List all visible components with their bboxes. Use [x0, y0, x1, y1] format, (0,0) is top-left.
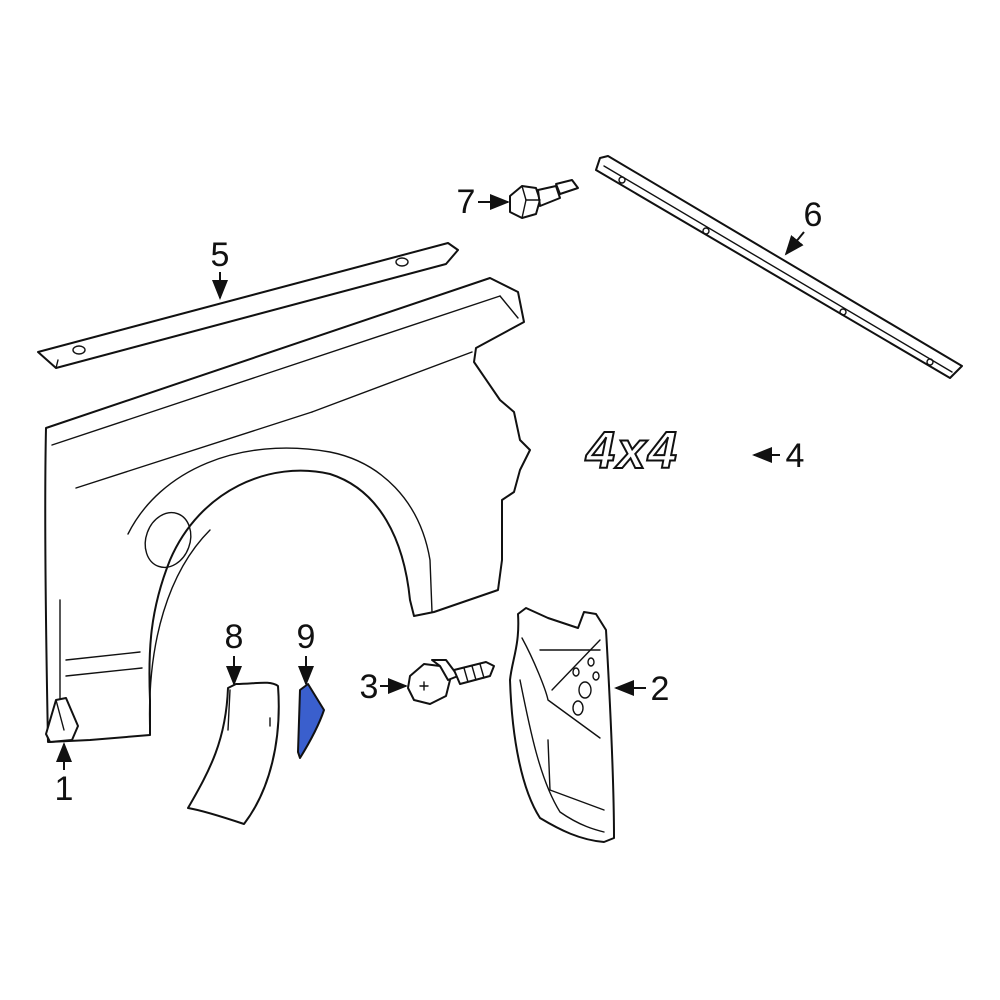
- screw-part-3: [407, 659, 495, 705]
- emblem-text: 4x4: [585, 422, 679, 480]
- bolt-part-7: [509, 179, 579, 219]
- callout-7: 7: [457, 183, 476, 221]
- callout-arrows: [56, 194, 805, 770]
- callout-1: 1: [55, 770, 74, 808]
- mud-flap-part-2: [509, 607, 615, 843]
- callout-5: 5: [211, 236, 230, 274]
- bed-rail-strip-left: [37, 242, 459, 369]
- callout-9: 9: [297, 618, 316, 656]
- callout-4: 4: [786, 437, 805, 475]
- callout-3: 3: [360, 668, 379, 706]
- emblem-part-4: 4x4: [584, 421, 679, 481]
- bed-rail-strip-right: [595, 155, 963, 379]
- trim-piece-part-9: [297, 683, 325, 759]
- wheel-molding-part-8: [187, 681, 280, 825]
- bracket-part-1: [45, 697, 79, 743]
- bed-side-panel: [44, 277, 531, 743]
- callout-6: 6: [804, 196, 823, 234]
- callout-2: 2: [651, 670, 670, 708]
- callout-8: 8: [225, 618, 244, 656]
